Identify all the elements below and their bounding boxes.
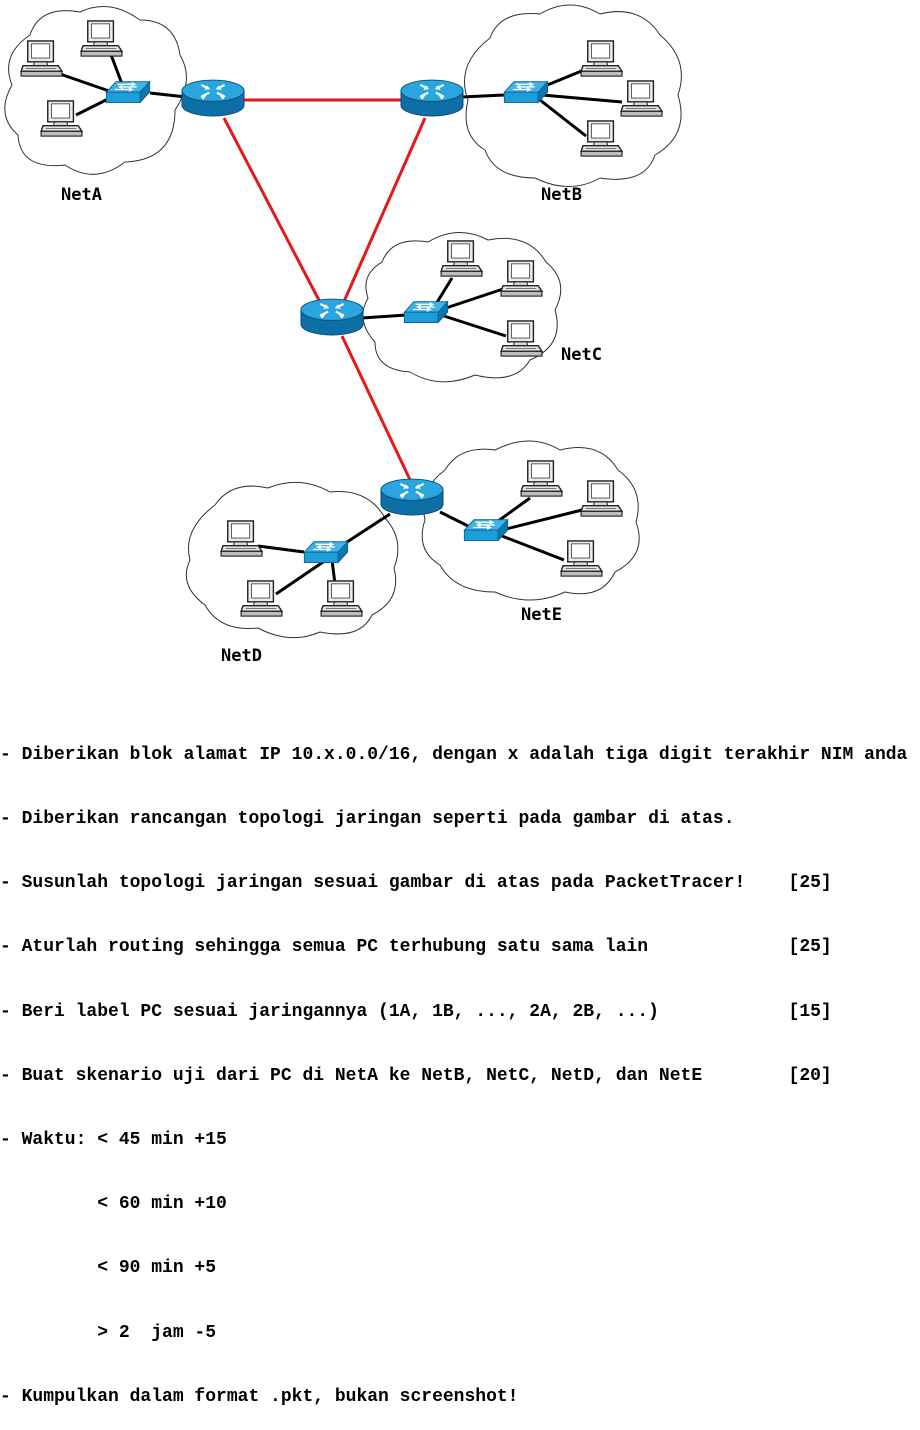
net-label-netd: NetD <box>221 646 262 666</box>
instruction-test-scenario: - Buat skenario uji dari PC di NetA ke N… <box>0 1065 832 1086</box>
wan-link-c-e <box>340 335 414 485</box>
net-label-netb: NetB <box>541 185 582 205</box>
switch-icon <box>403 300 449 324</box>
instruction-submit: - Kumpulkan dalam format .pkt, bukan scr… <box>0 1386 519 1407</box>
net-label-netc: NetC <box>561 345 602 365</box>
instruction-time-1: - Waktu: < 45 min +15 <box>0 1130 227 1151</box>
router-icon <box>181 79 245 118</box>
instruction-time-2: < 60 min +10 <box>0 1194 227 1215</box>
wan-link-b-c <box>340 117 427 307</box>
instruction-topology-given: - Diberikan rancangan topologi jaringan … <box>0 809 735 830</box>
net-label-neta: NetA <box>61 185 102 205</box>
instruction-time-3: < 90 min +5 <box>0 1258 217 1279</box>
instruction-build-topology: - Susunlah topologi jaringan sesuai gamb… <box>0 873 832 894</box>
instruction-ip-block: - Diberikan blok alamat IP 10.x.0.0/16, … <box>0 744 908 765</box>
cloud-netd <box>185 481 399 639</box>
lan-links <box>59 51 623 596</box>
instruction-time-4: > 2 jam -5 <box>0 1322 217 1343</box>
router-icon <box>380 478 444 517</box>
router-icon <box>300 298 364 337</box>
wan-link-a-c <box>222 117 324 307</box>
network-topology-diagram: NetA NetB NetC NetD NetE <box>4 4 682 666</box>
instruction-list: - Diberikan blok alamat IP 10.x.0.0/16, … <box>0 702 920 1430</box>
instruction-label-pc: - Beri label PC sesuai jaringannya (1A, … <box>0 1001 832 1022</box>
net-label-nete: NetE <box>521 605 562 625</box>
switch-icon <box>463 518 509 542</box>
cloud-netb <box>464 4 682 187</box>
wan-links <box>222 98 427 485</box>
switch-icon <box>105 80 151 104</box>
switch-icon <box>503 80 549 104</box>
instruction-routing: - Aturlah routing sehingga semua PC terh… <box>0 937 832 958</box>
switch-icon <box>303 540 349 564</box>
router-icon <box>400 79 464 118</box>
